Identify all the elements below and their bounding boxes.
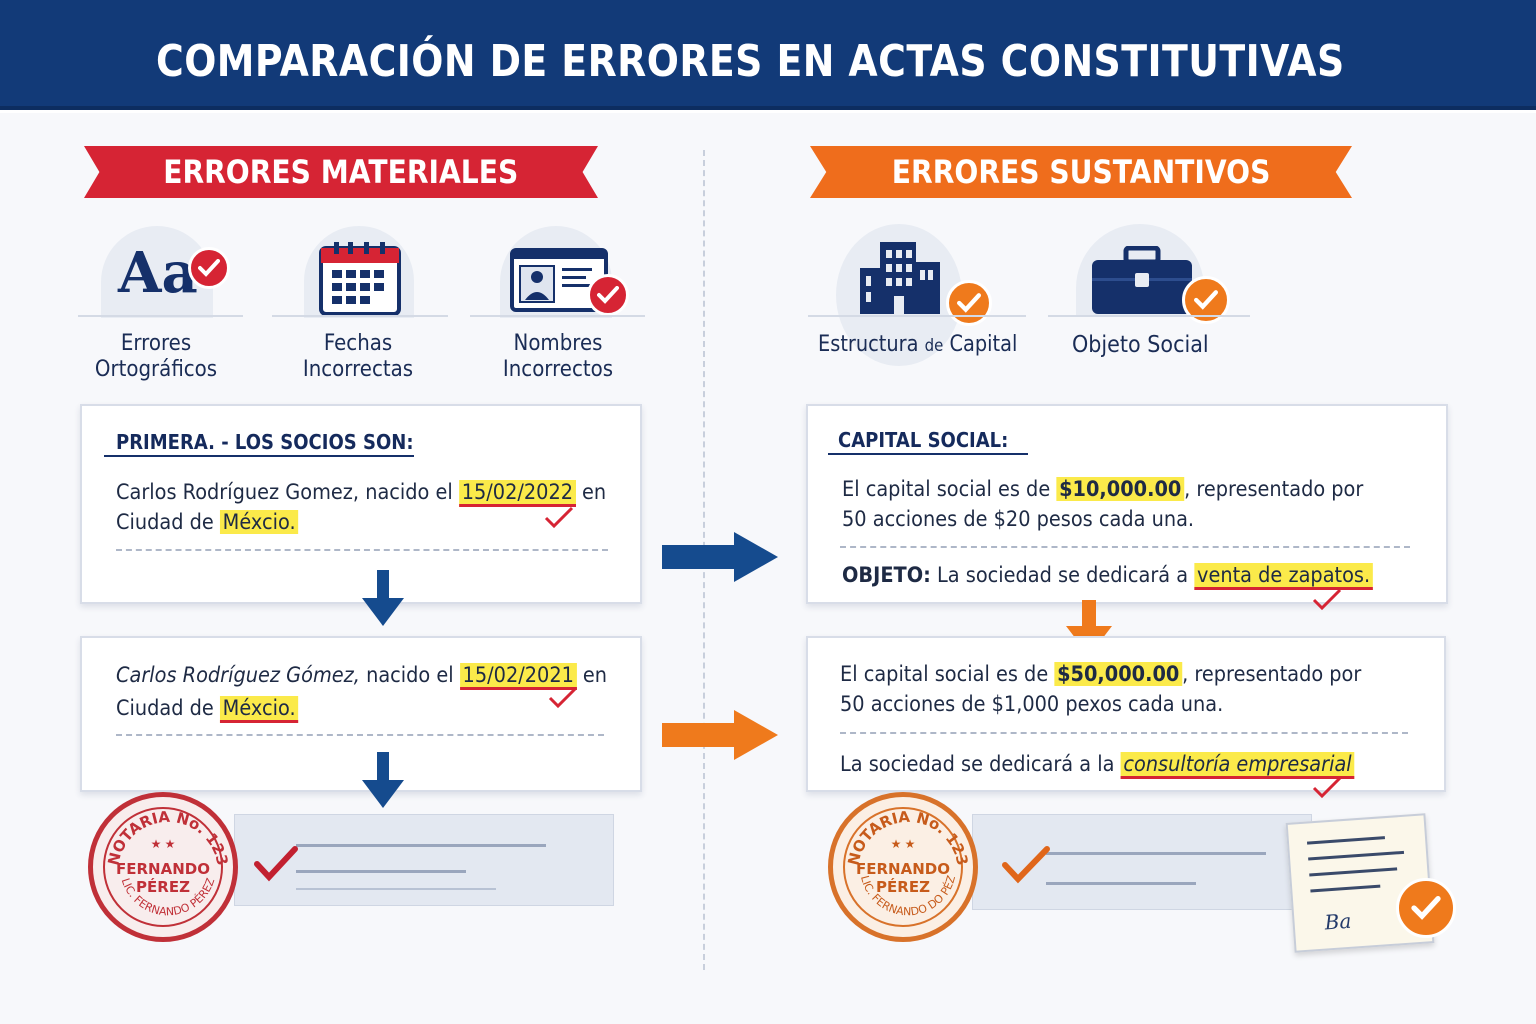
check-icon xyxy=(587,274,629,316)
check-icon xyxy=(946,280,992,326)
typography-icon: Aa xyxy=(118,240,198,306)
doc-line xyxy=(296,870,466,873)
header-bar xyxy=(0,0,1536,112)
notary-stamp: NOTARIA No. 123 LIC. FERNANDO PÉREZ ★ ★ … xyxy=(88,792,238,942)
dashed-separator xyxy=(840,732,1408,734)
label-objeto-social: Objeto Social xyxy=(1072,332,1209,358)
building-icon xyxy=(860,242,940,314)
card-line-objeto: OBJETO: La sociedad se dedicará a venta … xyxy=(842,563,1373,590)
dashed-separator xyxy=(116,549,608,551)
check-mark-icon xyxy=(254,846,298,882)
arrow-down-icon xyxy=(362,752,404,808)
dashed-separator xyxy=(116,734,604,736)
check-icon xyxy=(188,247,230,289)
document-strip xyxy=(234,814,614,906)
icon-underline xyxy=(470,315,645,317)
check-icon xyxy=(1396,878,1456,938)
document-strip xyxy=(972,814,1312,910)
briefcase-icon xyxy=(1092,246,1192,314)
arrow-down-icon xyxy=(362,570,404,626)
notary-stamp: NOTARIA No. 123 LIC. FERNANDO DO PÉZ ★ ★… xyxy=(828,792,978,942)
check-mark-icon xyxy=(548,686,578,709)
banner-errores-materiales: ERRORES MATERIALES xyxy=(84,146,598,198)
arrow-right-icon xyxy=(662,532,778,582)
calendar-icon xyxy=(319,242,401,316)
icon-underline xyxy=(808,315,1026,317)
dashed-separator xyxy=(840,546,1410,548)
heading-underline xyxy=(104,455,414,457)
card-line-city: Ciudad de Méxcio. xyxy=(116,510,299,534)
icon-underline xyxy=(1048,315,1250,317)
card-line-name-corrected: Carlos Rodríguez Gómez, nacido el 15/02/… xyxy=(116,663,607,690)
doc-line xyxy=(1046,852,1266,855)
card-heading-socios: PRIMERA. - LOS SOCIOS SON: xyxy=(116,430,414,454)
doc-line xyxy=(1046,882,1196,885)
check-mark-icon xyxy=(1312,588,1342,611)
card-line-acciones-corrected: 50 acciones de $1,000 pexos cada una. xyxy=(840,692,1224,716)
card-line-name: Carlos Rodríguez Gomez, nacido el 15/02/… xyxy=(116,480,606,507)
check-mark-icon xyxy=(1312,776,1342,799)
id-card-icon xyxy=(510,248,608,312)
banner-errores-sustantivos: ERRORES SUSTANTIVOS xyxy=(810,146,1352,198)
label-estructura-de-capital: Estructura de Capital xyxy=(818,332,1018,357)
card-line-objeto-corrected: La sociedad se dedicará a la consultoría… xyxy=(840,752,1355,779)
icon-underline xyxy=(78,315,243,317)
check-mark-icon xyxy=(1002,846,1050,884)
arrow-right-icon xyxy=(662,710,778,760)
doc-line xyxy=(296,888,496,890)
card-line-capital: El capital social es de $10,000.00, repr… xyxy=(842,477,1364,501)
page-title: COMPARACIÓN DE ERRORES EN ACTAS CONSTITU… xyxy=(156,36,1345,87)
signature: Ba xyxy=(1323,908,1353,935)
icon-underline xyxy=(272,315,448,317)
doc-line xyxy=(296,844,546,847)
check-mark-icon xyxy=(544,506,574,529)
card-line-acciones: 50 acciones de $20 pesos cada una. xyxy=(842,507,1195,531)
header-rule xyxy=(0,110,1536,113)
card-line-city-corrected: Ciudad de Méxcio. xyxy=(116,696,299,723)
card-heading-capital: CAPITAL SOCIAL: xyxy=(838,428,1009,452)
heading-underline xyxy=(828,453,1028,455)
card-line-capital-corrected: El capital social es de $50,000.00, repr… xyxy=(840,662,1362,686)
card-corrected-socios xyxy=(80,636,642,792)
